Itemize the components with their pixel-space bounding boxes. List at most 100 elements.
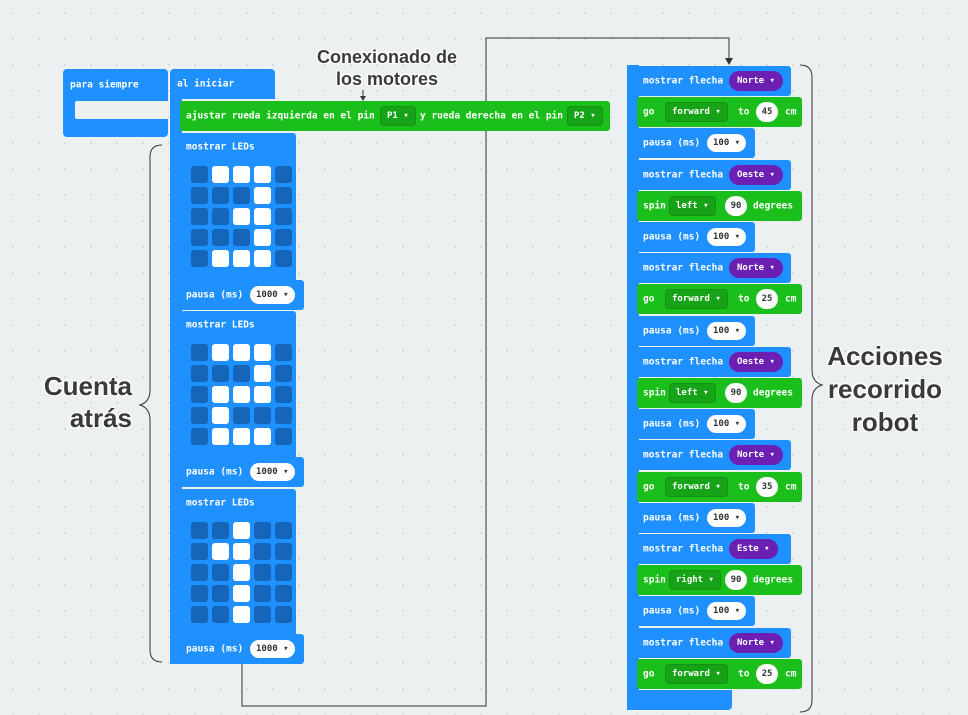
pause-duration-dropdown[interactable]: 1000 [250, 286, 295, 304]
led-cell-on[interactable] [233, 250, 250, 267]
led-cell-off[interactable] [191, 386, 208, 403]
go-forward-block[interactable]: goforwardto45cm [637, 97, 802, 128]
pause-duration-dropdown[interactable]: 1000 [250, 640, 295, 658]
led-cell-off[interactable] [191, 407, 208, 424]
led-cell-off[interactable] [233, 407, 250, 424]
led-cell-on[interactable] [254, 386, 271, 403]
arrow-direction-dropdown[interactable]: Este [729, 539, 778, 559]
led-cell-off[interactable] [212, 208, 229, 225]
distance-input[interactable]: 45 [756, 102, 778, 123]
led-cell-off[interactable] [191, 585, 208, 602]
led-cell-off[interactable] [254, 585, 271, 602]
forever-block[interactable]: para siempre [63, 69, 168, 137]
led-cell-off[interactable] [275, 229, 292, 246]
led-cell-on[interactable] [233, 428, 250, 445]
go-forward-block[interactable]: goforwardto25cm [637, 284, 802, 315]
led-cell-off[interactable] [191, 564, 208, 581]
led-cell-on[interactable] [233, 386, 250, 403]
go-direction-dropdown[interactable]: forward [665, 663, 728, 684]
show-leds-block[interactable]: mostrar LEDs [180, 311, 296, 461]
show-leds-block[interactable]: mostrar LEDs [180, 133, 296, 283]
led-cell-off[interactable] [275, 564, 292, 581]
led-cell-on[interactable] [212, 166, 229, 183]
pause-duration-dropdown[interactable]: 100 [707, 508, 747, 527]
arrow-direction-dropdown[interactable]: Norte [729, 445, 783, 466]
degrees-input[interactable]: 90 [725, 570, 747, 591]
degrees-input[interactable]: 90 [725, 383, 747, 403]
spin-direction-dropdown[interactable]: left [669, 383, 716, 403]
led-cell-off[interactable] [275, 365, 292, 382]
spin-block[interactable]: spinleft90degrees [637, 378, 802, 408]
led-cell-off[interactable] [212, 606, 229, 623]
led-cell-off[interactable] [212, 564, 229, 581]
led-cell-off[interactable] [233, 229, 250, 246]
led-cell-on[interactable] [233, 208, 250, 225]
distance-input[interactable]: 25 [756, 663, 778, 684]
led-cell-off[interactable] [275, 543, 292, 560]
led-cell-on[interactable] [212, 386, 229, 403]
led-cell-off[interactable] [233, 365, 250, 382]
led-cell-off[interactable] [275, 208, 292, 225]
led-cell-on[interactable] [233, 606, 250, 623]
pause-block[interactable]: pausa (ms)1000 [180, 457, 304, 487]
led-cell-off[interactable] [275, 187, 292, 204]
led-cell-on[interactable] [233, 585, 250, 602]
spin-block[interactable]: spinleft90degrees [637, 190, 802, 221]
led-cell-off[interactable] [254, 407, 271, 424]
led-cell-on[interactable] [254, 208, 271, 225]
led-cell-off[interactable] [191, 208, 208, 225]
led-cell-off[interactable] [275, 250, 292, 267]
led-cell-on[interactable] [233, 564, 250, 581]
start-block[interactable]: al iniciar [170, 69, 275, 99]
distance-input[interactable]: 35 [756, 476, 778, 497]
pause-block[interactable]: pausa (ms)100 [637, 409, 755, 440]
arrow-direction-dropdown[interactable]: Oeste [729, 351, 783, 372]
led-cell-on[interactable] [254, 250, 271, 267]
led-cell-on[interactable] [212, 344, 229, 361]
led-cell-on[interactable] [233, 166, 250, 183]
pause-duration-dropdown[interactable]: 100 [707, 228, 747, 246]
led-cell-off[interactable] [191, 344, 208, 361]
led-cell-off[interactable] [212, 522, 229, 539]
pause-block[interactable]: pausa (ms)1000 [180, 280, 304, 310]
led-cell-off[interactable] [191, 428, 208, 445]
distance-input[interactable]: 25 [756, 289, 778, 310]
pause-block[interactable]: pausa (ms)100 [637, 128, 755, 159]
led-cell-on[interactable] [254, 229, 271, 246]
arrow-direction-dropdown[interactable]: Oeste [729, 164, 783, 185]
led-cell-off[interactable] [212, 365, 229, 382]
spin-direction-dropdown[interactable]: left [669, 195, 716, 216]
led-cell-on[interactable] [233, 344, 250, 361]
go-direction-dropdown[interactable]: forward [665, 289, 728, 310]
pause-duration-dropdown[interactable]: 100 [707, 602, 747, 621]
degrees-input[interactable]: 90 [725, 195, 747, 216]
led-cell-on[interactable] [254, 344, 271, 361]
pause-duration-dropdown[interactable]: 100 [707, 134, 747, 153]
led-cell-off[interactable] [191, 187, 208, 204]
pause-duration-dropdown[interactable]: 100 [707, 415, 747, 434]
led-cell-on[interactable] [212, 428, 229, 445]
led-matrix[interactable] [191, 166, 292, 267]
led-cell-on[interactable] [233, 522, 250, 539]
led-cell-off[interactable] [191, 365, 208, 382]
spin-block[interactable]: spinright90degrees [637, 565, 802, 596]
pause-block[interactable]: pausa (ms)100 [637, 315, 755, 346]
right-pin-dropdown[interactable]: P2 [567, 106, 603, 126]
led-cell-off[interactable] [275, 344, 292, 361]
led-cell-off[interactable] [254, 606, 271, 623]
led-cell-on[interactable] [233, 543, 250, 560]
spin-direction-dropdown[interactable]: right [669, 570, 721, 591]
go-forward-block[interactable]: goforwardto35cm [637, 471, 802, 502]
led-cell-off[interactable] [254, 564, 271, 581]
led-cell-off[interactable] [275, 428, 292, 445]
led-cell-off[interactable] [275, 606, 292, 623]
pause-duration-dropdown[interactable]: 100 [707, 321, 747, 340]
led-cell-on[interactable] [212, 407, 229, 424]
led-cell-off[interactable] [191, 229, 208, 246]
